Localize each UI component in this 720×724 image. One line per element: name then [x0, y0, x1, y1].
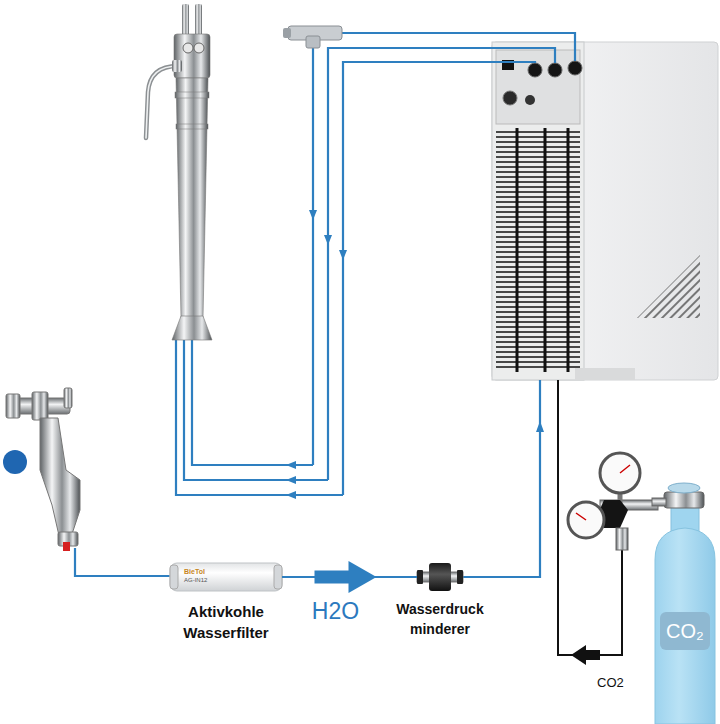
flow-arrow: [286, 461, 296, 469]
dial-knob: [525, 95, 535, 105]
water-pipe: [343, 62, 535, 495]
filter-body: [170, 563, 282, 591]
marker-dot: [3, 450, 27, 474]
pressure-gauge: [600, 453, 640, 493]
water-pipe: [192, 340, 313, 465]
water-chiller: [492, 42, 718, 380]
reducer-nut: [417, 570, 423, 584]
water-pipe: [312, 46, 314, 465]
flow-arrows: [286, 210, 544, 499]
flow-connector: [282, 561, 417, 593]
flow-arrow: [536, 421, 544, 432]
chiller-front: [492, 42, 584, 380]
tap-emblem: [194, 43, 204, 53]
t-outlet: [306, 36, 320, 48]
pressure-gauge: [568, 502, 604, 538]
hand-wheel: [668, 483, 700, 493]
angle-valve: [3, 388, 80, 551]
valve-handle: [64, 388, 72, 408]
flow-arrow: [309, 210, 317, 220]
pressure-reducer-outline: [417, 563, 463, 591]
t-piece: [283, 26, 342, 48]
reducer-nut: [457, 570, 463, 584]
valve-body: [40, 418, 80, 540]
tap-lever: [195, 4, 202, 38]
port-fitting: [548, 63, 562, 77]
chiller-case: [492, 42, 718, 380]
model-text: AG-IN12: [184, 577, 254, 584]
tower-column: [176, 78, 208, 318]
tap-emblem: [183, 43, 193, 53]
gauge-needle: [620, 465, 630, 473]
pressure-regulator: [568, 453, 658, 550]
flow-arrow: [324, 235, 332, 245]
water-pipe: [176, 340, 343, 495]
valve-nut: [32, 392, 48, 420]
part-label: Aktivkohle Wasserfilter: [146, 601, 306, 643]
water-pipes: [75, 33, 575, 577]
regulator-outlet: [616, 528, 628, 550]
t-cap: [283, 28, 291, 38]
gauge-needle: [576, 513, 586, 520]
port-fitting: [528, 63, 542, 77]
bottle-valve: [652, 483, 704, 532]
valve-lever: [63, 542, 70, 551]
water-pipe: [282, 576, 417, 578]
coil-pipe: [516, 128, 519, 372]
flow-arrow: [339, 250, 347, 260]
pressure-reducer: Wasserdruck minderer: [417, 563, 463, 591]
flow-arrow-head: [349, 561, 377, 593]
dial-knob: [503, 91, 517, 105]
vent-slots: [637, 255, 700, 318]
tower-ring: [175, 92, 209, 98]
tap-spout: [146, 66, 178, 138]
chiller-foot: [575, 368, 635, 380]
coil-pipe: [567, 128, 570, 372]
co2-bottle: CO₂: [655, 528, 715, 724]
edge-label: H2O: [312, 598, 359, 624]
filter-cartridge: BieTolAG-IN12Aktivkohle Wasserfilter: [170, 563, 282, 591]
part-label: Wasserdruck minderer: [385, 599, 495, 639]
filter-cap: [170, 565, 178, 589]
tower-tap: [146, 4, 212, 340]
reducer-body: [429, 563, 451, 591]
valve-outlet: [652, 498, 666, 506]
filter-cap: [274, 565, 282, 589]
coil-pipe: [544, 128, 547, 372]
valve-block: [664, 492, 704, 508]
flow-arrow: [286, 476, 296, 484]
water-pipe: [463, 380, 540, 577]
tower-ring: [176, 124, 208, 129]
flow-arrow: [286, 491, 296, 499]
port-fitting: [568, 61, 582, 75]
bottle-label: CO₂: [660, 612, 710, 650]
water-pipe: [184, 340, 328, 480]
water-pipe: [75, 548, 172, 576]
spout-joint: [172, 60, 182, 72]
spout-highlight: [146, 66, 178, 138]
tower-base: [172, 316, 212, 340]
co2-arrow: [571, 645, 600, 665]
tap-lever: [182, 4, 189, 38]
water-pipe: [328, 48, 555, 480]
gas-bottle: [655, 528, 715, 724]
valve-nut: [6, 394, 20, 418]
flow-arrow-shaft: [315, 571, 351, 584]
brand-text: BieTol: [184, 568, 244, 576]
gas-label: CO2: [597, 675, 624, 691]
